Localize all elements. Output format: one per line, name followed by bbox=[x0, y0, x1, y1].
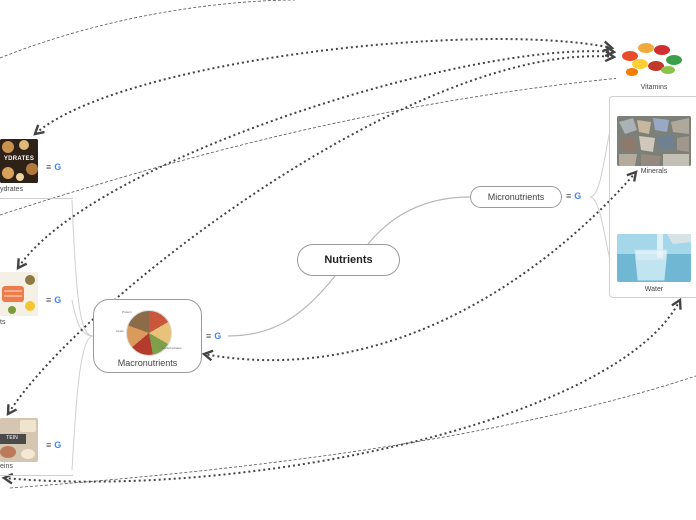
proteins-tools: ≡ G bbox=[46, 441, 61, 450]
vitamins-image[interactable] bbox=[616, 36, 688, 80]
topic-macronutrients[interactable]: Protein Carbohydrates Lipids Macronutrie… bbox=[93, 299, 202, 373]
google-search-icon[interactable]: G bbox=[214, 331, 222, 341]
water-label[interactable]: Water bbox=[644, 286, 664, 293]
proteins-image[interactable]: TEIN bbox=[0, 418, 38, 462]
minerals-image[interactable] bbox=[617, 116, 691, 166]
google-search-icon[interactable]: G bbox=[574, 191, 582, 201]
connector-root-micro bbox=[367, 196, 471, 245]
fats-label[interactable]: ts bbox=[0, 319, 6, 326]
dashed-line-bottom bbox=[9, 375, 696, 489]
fats-image[interactable] bbox=[0, 272, 38, 316]
nutrition-plate-image bbox=[126, 310, 172, 356]
connector-root-macro bbox=[227, 275, 336, 337]
arrow-vitamins-fats bbox=[16, 45, 617, 271]
carbohydrates-image[interactable]: YDRATES bbox=[0, 139, 38, 183]
notes-menu-icon[interactable]: ≡ bbox=[206, 331, 212, 341]
macronutrients-label: Macronutrients bbox=[117, 358, 178, 368]
proteins-image-text: TEIN bbox=[6, 435, 18, 441]
topic-micronutrients[interactable]: Micronutrients bbox=[470, 186, 562, 208]
arrow-vitamins-carbs bbox=[33, 38, 615, 136]
connector-micro-children bbox=[589, 129, 611, 261]
plate-label-lipids: Lipids bbox=[116, 329, 124, 333]
google-search-icon[interactable]: G bbox=[54, 162, 62, 172]
plate-label-protein: Protein bbox=[122, 310, 132, 314]
plate-label-carbohydrates: Carbohydrates bbox=[162, 346, 182, 350]
arrow-vitamins-proteins bbox=[6, 50, 617, 417]
macronutrients-tools: ≡ G bbox=[206, 332, 221, 341]
carbohydrates-label[interactable]: ydrates bbox=[0, 186, 23, 193]
notes-menu-icon[interactable]: ≡ bbox=[46, 440, 52, 450]
notes-menu-icon[interactable]: ≡ bbox=[46, 162, 52, 172]
micronutrients-tools: ≡ G bbox=[566, 192, 581, 201]
connector-macro-children bbox=[71, 199, 94, 471]
proteins-label[interactable]: eins bbox=[0, 463, 13, 470]
root-topic-nutrients[interactable]: Nutrients bbox=[297, 244, 400, 276]
carbohydrates-tools: ≡ G bbox=[46, 163, 61, 172]
notes-menu-icon[interactable]: ≡ bbox=[566, 191, 572, 201]
vitamins-label[interactable]: Vitamins bbox=[640, 84, 668, 91]
arrow-water-proteins bbox=[1, 297, 682, 485]
fats-tools: ≡ G bbox=[46, 296, 61, 305]
google-search-icon[interactable]: G bbox=[54, 295, 62, 305]
google-search-icon[interactable]: G bbox=[54, 440, 62, 450]
notes-menu-icon[interactable]: ≡ bbox=[46, 295, 52, 305]
micro-children-group bbox=[609, 96, 696, 298]
water-image[interactable] bbox=[617, 234, 691, 282]
macro-children-group bbox=[0, 198, 73, 476]
carbohydrates-image-text: YDRATES bbox=[3, 156, 35, 162]
minerals-label[interactable]: Minerals bbox=[640, 168, 668, 175]
dashed-line-top bbox=[0, 0, 296, 59]
